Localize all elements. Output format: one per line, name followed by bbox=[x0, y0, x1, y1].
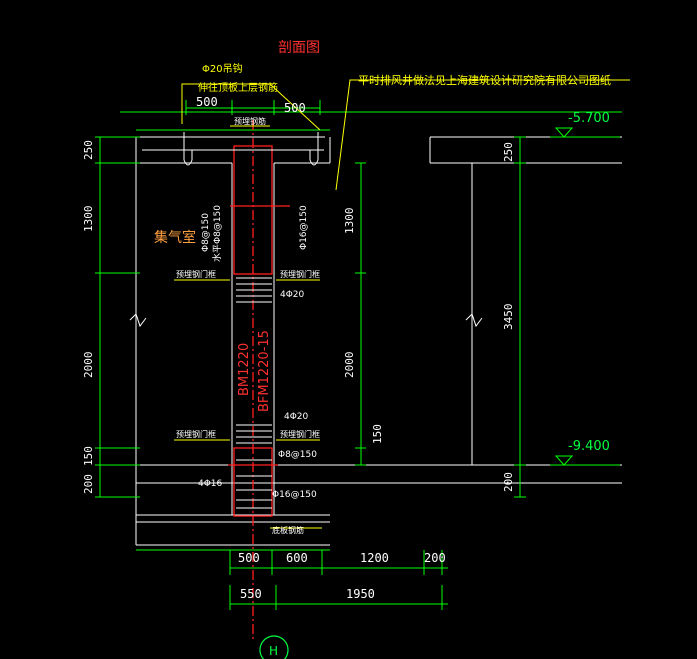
dim-bottom2-0: 550 bbox=[240, 587, 262, 601]
slab-guides bbox=[120, 111, 622, 551]
rebar-left-vertical-2: 水平Φ8@150 bbox=[211, 205, 223, 262]
drawing-title: 剖面图 bbox=[278, 40, 320, 56]
dim-bottom1-3: 200 bbox=[424, 551, 446, 565]
door-frame-label-right-1: 预埋钢门框 bbox=[280, 269, 320, 279]
dimension-lines bbox=[95, 100, 620, 610]
dim-left-3: 150 bbox=[82, 446, 95, 466]
dim-bottom1-0: 500 bbox=[238, 551, 260, 565]
hanger-hooks bbox=[142, 132, 324, 166]
rebar-right-vertical: Φ16@150 bbox=[299, 205, 309, 250]
dim-inner-2: 150 bbox=[371, 424, 384, 444]
door-code-2: BFM1220-15 bbox=[257, 330, 272, 412]
break-mark-right bbox=[465, 313, 483, 328]
door-frame-label-left-2: 预埋钢门框 bbox=[176, 429, 216, 439]
leader-reference bbox=[335, 79, 630, 191]
rebar-4phi20-upper: 4Φ20 bbox=[280, 290, 305, 300]
dim-top-0: 500 bbox=[196, 95, 218, 109]
leader-lines bbox=[174, 79, 630, 529]
door-frame-label-left-1: 预埋钢门框 bbox=[176, 269, 216, 279]
level-top-label: -5.700 bbox=[568, 111, 610, 126]
level-marker-bottom bbox=[554, 455, 574, 466]
dim-left-2: 2000 bbox=[82, 352, 95, 379]
door-code-1: BM1220 bbox=[237, 343, 252, 396]
dim-bottom1-1: 600 bbox=[286, 551, 308, 565]
bottom-bar-label: 底板钢筋 bbox=[272, 525, 304, 535]
dim-inner-1: 2000 bbox=[343, 352, 356, 379]
dim-inner-0: 1300 bbox=[343, 208, 356, 235]
rebar-left-vertical-1: Φ8@150 bbox=[201, 213, 211, 252]
reference-note: 平时排风井做法见上海建筑设计研究院有限公司图纸 bbox=[358, 73, 611, 87]
rebar-4phi16: 4Φ16 bbox=[198, 479, 223, 489]
break-mark-left bbox=[129, 313, 147, 328]
top-bar-label: 预埋钢筋 bbox=[234, 116, 266, 126]
axis-bubble bbox=[259, 635, 289, 659]
concrete-outline bbox=[129, 136, 622, 546]
dim-bottom1-2: 1200 bbox=[360, 551, 389, 565]
hanger-hook-right bbox=[309, 132, 319, 166]
dim-top-1: 500 bbox=[284, 101, 306, 115]
rebar-phi8-lower: Φ8@150 bbox=[278, 450, 317, 460]
door-frame-label-right-2: 预埋钢门框 bbox=[280, 429, 320, 439]
rebar-phi16-lower: Φ16@150 bbox=[272, 490, 317, 500]
rebar-4phi20-lower: 4Φ20 bbox=[284, 412, 309, 422]
level-bottom-label: -9.400 bbox=[568, 439, 610, 454]
axis-label: H bbox=[269, 644, 278, 658]
rebar-group bbox=[228, 120, 290, 640]
dim-right-1: 3450 bbox=[502, 304, 515, 331]
dim-left-4: 200 bbox=[82, 474, 95, 494]
hanger-note-2: 伸往顶板上层钢筋 bbox=[198, 81, 278, 94]
hanger-note-1: Φ20吊钩 bbox=[202, 63, 243, 75]
door-frame-hatch bbox=[236, 277, 272, 509]
dim-bottom2-1: 1950 bbox=[346, 587, 375, 601]
dim-left-0: 250 bbox=[82, 140, 95, 160]
dim-right-2: 200 bbox=[502, 472, 515, 492]
level-marker-top bbox=[554, 127, 574, 138]
hanger-hook-left bbox=[183, 132, 193, 166]
room-label: 集气室 bbox=[154, 229, 196, 246]
dim-left-1: 1300 bbox=[82, 206, 95, 233]
dim-right-0: 250 bbox=[502, 142, 515, 162]
